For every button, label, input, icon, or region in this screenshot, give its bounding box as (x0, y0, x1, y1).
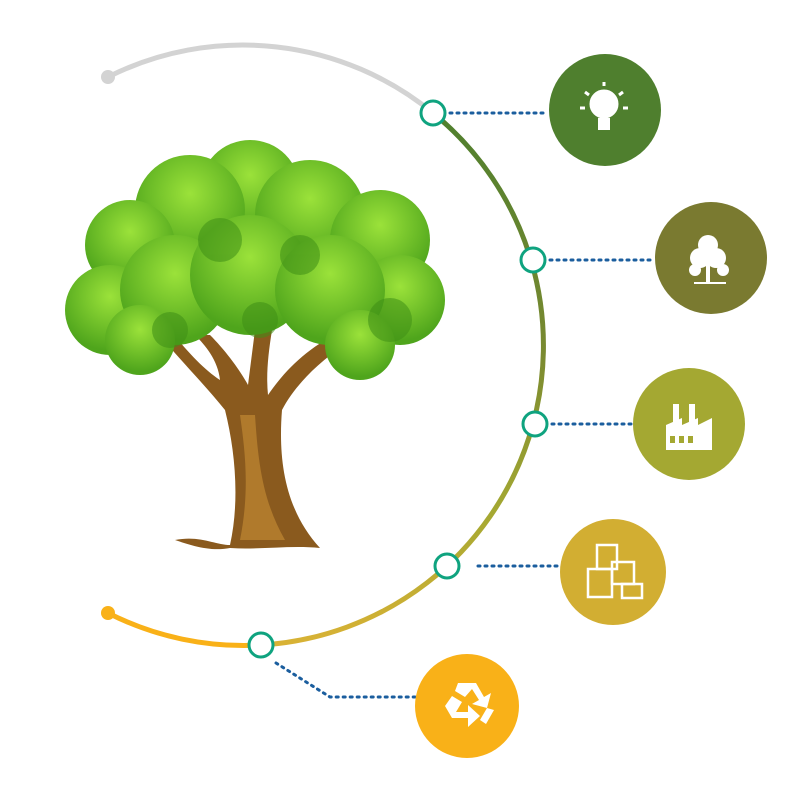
boxes-icon (586, 543, 644, 600)
node-4 (433, 552, 461, 580)
arc-orange-segment (106, 610, 262, 648)
lightbulb-icon (580, 82, 628, 130)
node-1 (419, 99, 447, 127)
node-5 (247, 631, 275, 659)
step-recycle[interactable] (415, 654, 519, 758)
arc-gray-segment (106, 42, 435, 115)
tree-illustration (65, 140, 445, 550)
step-lightbulb[interactable] (549, 54, 661, 166)
node-3 (521, 410, 549, 438)
step-boxes[interactable] (560, 519, 666, 625)
node-2 (519, 246, 547, 274)
recycle-icon (445, 683, 494, 727)
step-trees[interactable] (655, 202, 767, 314)
arc-start-dot (101, 70, 115, 84)
factory-icon (666, 404, 712, 450)
timeline-nodes (247, 99, 549, 659)
trees-icon (689, 235, 729, 284)
connectors (274, 111, 657, 699)
arc-main-segment (260, 111, 546, 648)
step-factory[interactable] (633, 368, 745, 480)
arc-end-dot (101, 606, 115, 620)
